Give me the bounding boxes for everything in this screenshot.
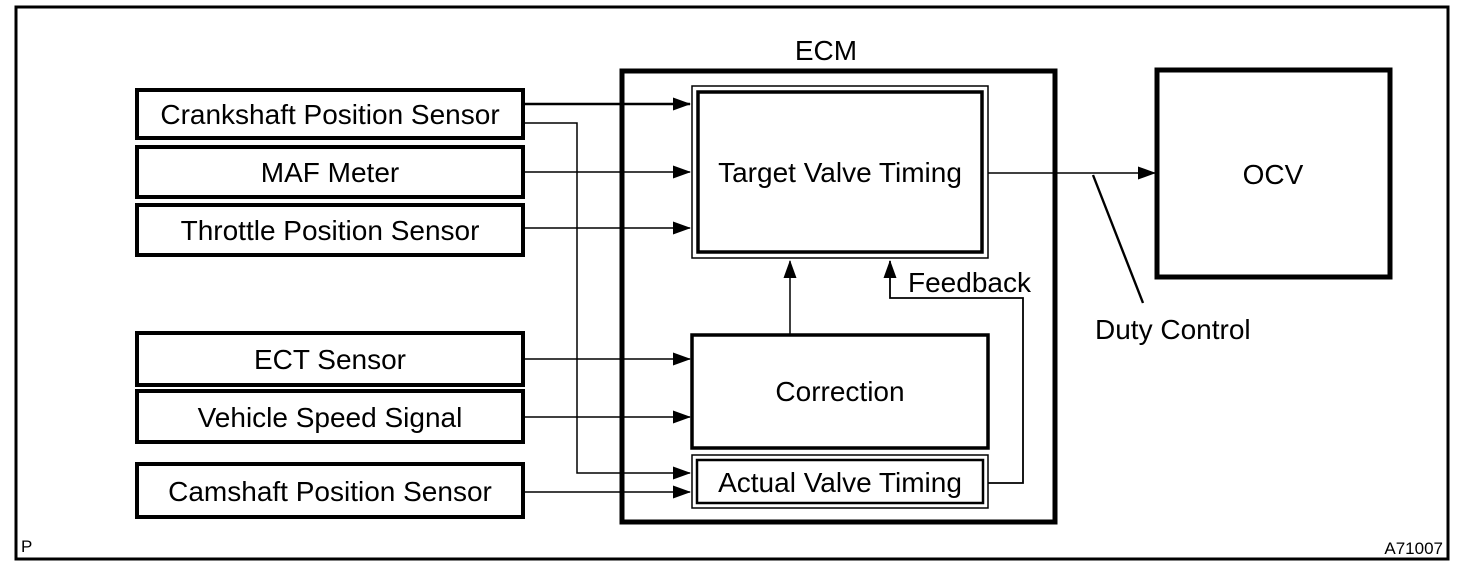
crankshaft-position-sensor-box (135, 88, 525, 140)
throttle-position-sensor-label: Throttle Position Sensor (181, 215, 480, 246)
ecm-enclosure-box (619, 68, 1058, 525)
actual-valve-timing-box (695, 458, 985, 505)
ocv-box (1154, 67, 1393, 280)
actual-valve-timing-outer-box (691, 454, 989, 509)
camshaft-position-sensor-box (135, 462, 525, 519)
crankshaft-position-sensor-label: Crankshaft Position Sensor (160, 99, 499, 130)
page-marker: P (21, 537, 32, 556)
target-valve-timing-outer-box (691, 85, 989, 259)
correction-label: Correction (775, 376, 904, 407)
duty-control-leader-line (1091, 174, 1145, 304)
maf-meter-label: MAF Meter (261, 157, 399, 188)
target-valve-timing-label: Target Valve Timing (718, 157, 962, 188)
wire-feedback-loop (883, 260, 1024, 484)
figure-code: A71007 (1384, 539, 1443, 558)
throttle-position-sensor-box (135, 203, 525, 257)
camshaft-position-sensor-label: Camshaft Position Sensor (168, 476, 492, 507)
correction-box (690, 333, 990, 450)
actual-valve-timing-label: Actual Valve Timing (718, 467, 962, 498)
target-valve-timing-box (696, 90, 984, 254)
feedback-label: Feedback (908, 267, 1032, 298)
ect-sensor-box (135, 331, 525, 387)
ocv-label: OCV (1243, 159, 1304, 190)
vehicle-speed-signal-box (135, 389, 525, 444)
vehicle-speed-signal-label: Vehicle Speed Signal (198, 402, 463, 433)
wire-crankshaft-to-actual (523, 122, 691, 480)
maf-meter-box (135, 145, 525, 199)
ecm-title: ECM (795, 35, 857, 66)
ect-sensor-label: ECT Sensor (254, 344, 406, 375)
duty-control-label: Duty Control (1095, 314, 1251, 345)
